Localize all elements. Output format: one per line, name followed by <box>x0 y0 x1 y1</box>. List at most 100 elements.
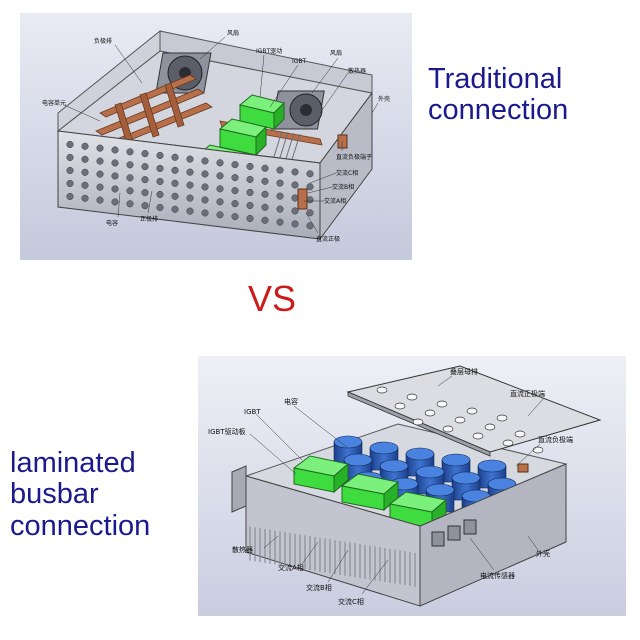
vent-hole <box>141 176 149 184</box>
laminated-label-line-3: connection <box>10 509 151 542</box>
callout-shell: 外壳 <box>378 95 390 103</box>
vent-hole <box>111 198 119 206</box>
capacitor-top <box>405 447 435 461</box>
vent-hole <box>111 172 119 180</box>
callout-capacitor-bottom: 电容 <box>284 397 298 406</box>
callout-capacitor-unit: 电容单元 <box>42 99 66 107</box>
vent-hole <box>156 190 164 199</box>
vent-hole <box>111 146 119 154</box>
vent-hole <box>246 162 254 171</box>
vent-hole <box>261 190 269 198</box>
vent-hole <box>276 218 284 226</box>
busbar-hole <box>454 416 466 424</box>
vent-hole <box>66 140 74 149</box>
vent-hole <box>306 209 314 217</box>
top-box-left-wall <box>57 29 161 133</box>
vent-hole <box>231 187 239 195</box>
vent-hole <box>81 142 89 150</box>
vent-hole <box>276 192 284 200</box>
vent-hole <box>276 179 284 187</box>
vent-hole <box>216 172 224 180</box>
vent-hole <box>291 181 299 189</box>
vent-hole <box>291 220 299 228</box>
capacitor-top <box>343 453 373 467</box>
vent-hole <box>156 151 164 160</box>
busbar-hole <box>496 414 508 422</box>
vent-hole <box>261 203 269 211</box>
callout-ac-c: 交流C相 <box>336 169 358 177</box>
capacitor-top <box>425 483 455 497</box>
capacitor-top <box>441 453 471 467</box>
right-fan <box>270 90 325 130</box>
vent-hole <box>231 200 239 208</box>
vent-hole <box>216 211 224 219</box>
busbar-hole <box>514 430 526 438</box>
vent-hole <box>126 174 134 182</box>
traditional-connection-label: Traditional connection <box>428 63 628 127</box>
busbar-hole <box>472 432 484 440</box>
vent-hole <box>201 170 209 178</box>
vent-hole <box>201 209 209 217</box>
vent-hole <box>96 157 104 165</box>
callout-ac-b: 交流B相 <box>332 183 354 191</box>
vent-hole <box>231 161 239 169</box>
callout-dc-negative-terminal: 直流负极端子 <box>336 153 372 161</box>
ac-terminal <box>297 188 308 210</box>
vent-hole <box>201 157 209 165</box>
bottom-heatsink-fins <box>249 526 416 587</box>
busbar-hole <box>394 402 406 410</box>
vent-hole <box>171 179 179 187</box>
vent-hole <box>216 159 224 167</box>
vent-hole <box>261 177 269 185</box>
vent-hole <box>171 166 179 174</box>
bottom-left-end <box>231 465 247 513</box>
traditional-label-line-1: Traditional <box>428 63 563 95</box>
vent-hole <box>201 183 209 191</box>
capacitor-top <box>477 459 507 473</box>
capacitor-top <box>415 465 445 479</box>
capacitor-top <box>451 471 481 485</box>
vent-hole <box>141 150 149 158</box>
vent-hole <box>96 183 104 191</box>
vent-hole <box>156 177 164 186</box>
vent-hole <box>141 189 149 197</box>
vent-hole <box>96 196 104 204</box>
vent-hole <box>216 198 224 206</box>
front-panel-holes <box>66 140 314 230</box>
callout-negative-bar: 负极排 <box>94 37 112 45</box>
vent-hole <box>66 179 74 188</box>
vent-hole <box>81 194 89 202</box>
vent-hole <box>261 164 269 172</box>
callout-dc-negative-terminal: 直流负极端 <box>538 435 573 444</box>
capacitor-top <box>369 441 399 455</box>
vent-hole <box>201 196 209 204</box>
busbar-hole <box>532 446 544 454</box>
vent-hole <box>126 187 134 195</box>
vent-hole <box>81 181 89 189</box>
traditional-connection-diagram: 风扇 负极排 IGBT驱动 IGBT 风扇 散热器 电容单元 外壳 直流负极端子… <box>20 13 412 260</box>
vent-hole <box>246 175 254 184</box>
vent-hole <box>186 181 194 189</box>
vent-hole <box>246 214 254 223</box>
vent-hole <box>171 192 179 200</box>
igbt-module-a <box>292 455 350 494</box>
bottom-callouts: 叠层母排 直流正极端 直流负极端 IGBT 电容 IGBT驱动板 散热器 交流A… <box>208 367 573 606</box>
laminated-busbar-label: laminated busbar connection <box>10 447 195 542</box>
vent-hole <box>276 205 284 213</box>
vent-hole <box>66 153 74 162</box>
busbar-hole <box>484 423 496 431</box>
vent-hole <box>246 188 254 197</box>
vent-hole <box>246 201 254 210</box>
callout-ac-b-bottom: 交流B相 <box>306 583 332 592</box>
callout-fan-right: 风扇 <box>330 49 342 57</box>
busbar-hole <box>466 407 478 415</box>
callout-igbt: IGBT <box>292 58 307 65</box>
vent-hole <box>126 161 134 169</box>
vent-hole <box>216 185 224 193</box>
vent-hole <box>306 183 314 191</box>
vent-hole <box>66 192 74 201</box>
vent-hole <box>81 168 89 176</box>
laminated-label-line-2: busbar <box>10 478 99 511</box>
igbt-module-2 <box>218 118 267 157</box>
vent-hole <box>291 194 299 202</box>
